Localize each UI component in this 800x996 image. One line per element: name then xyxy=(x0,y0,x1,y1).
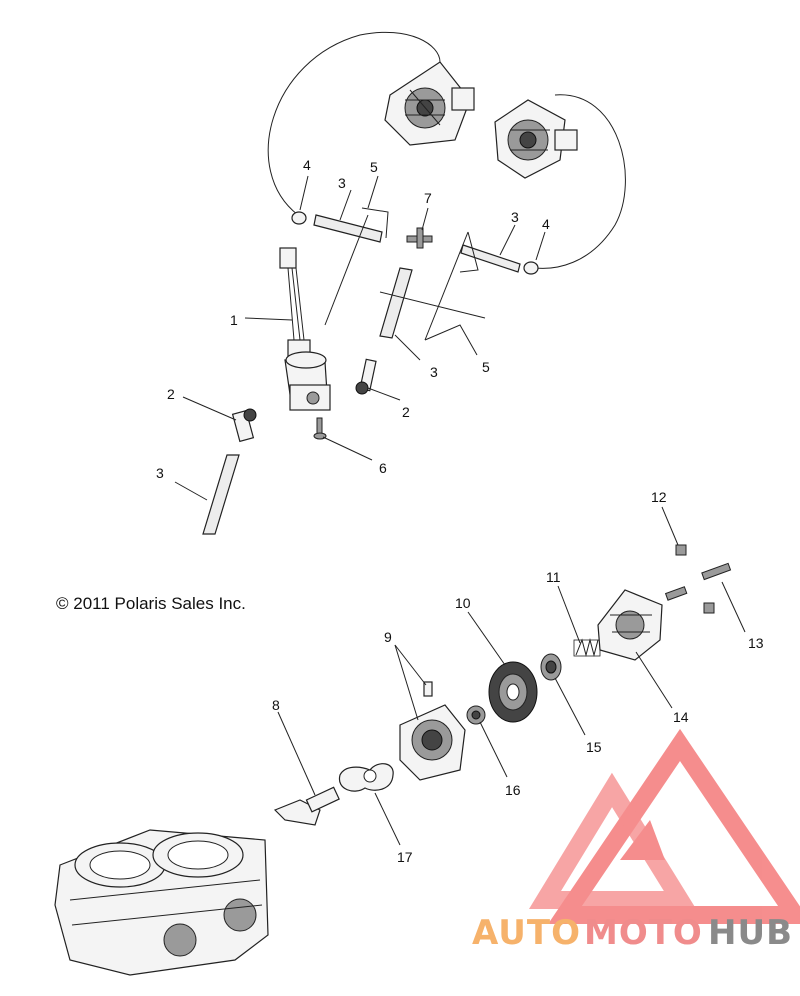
fitting-right xyxy=(355,358,377,395)
watermark-hub: HUB xyxy=(708,913,793,953)
hose-clamp-left xyxy=(291,211,307,225)
cable-loop-left xyxy=(267,31,441,216)
callout-9: 9 xyxy=(384,629,392,645)
watermark-moto: MOTO xyxy=(584,913,703,953)
callout-7: 7 xyxy=(424,190,432,206)
valve-blade xyxy=(273,786,340,826)
cable-left xyxy=(324,207,389,326)
hose-upper-left xyxy=(313,214,383,243)
callout-2-right: 2 xyxy=(402,404,410,420)
cable-wire xyxy=(379,291,486,319)
leader-lines xyxy=(174,175,746,846)
watermark-logo xyxy=(528,728,800,924)
callout-10: 10 xyxy=(455,595,471,611)
callout-17: 17 xyxy=(397,849,413,865)
hose-clamp-right xyxy=(523,261,539,275)
callout-15: 15 xyxy=(586,739,602,755)
callout-3-center: 3 xyxy=(430,364,438,380)
callout-4-left: 4 xyxy=(303,157,311,173)
bolt-long xyxy=(701,562,732,581)
valve-cover-right xyxy=(494,99,578,179)
watermark-text: AUTO MOTO HUB xyxy=(472,913,793,953)
callout-16: 16 xyxy=(505,782,521,798)
callout-5-upper: 5 xyxy=(370,159,378,175)
valve-housing xyxy=(399,681,466,781)
bushing xyxy=(466,705,486,725)
fitting-left xyxy=(231,408,257,443)
cable-loop-right xyxy=(534,94,626,269)
screw xyxy=(313,417,327,440)
callout-1: 1 xyxy=(230,312,238,328)
callout-12: 12 xyxy=(651,489,667,505)
spring xyxy=(573,638,601,657)
hose-lower xyxy=(202,454,240,535)
valve-cover-lower xyxy=(597,589,663,661)
cup xyxy=(540,653,562,681)
callout-3-upper-right: 3 xyxy=(511,209,519,225)
watermark-auto: AUTO xyxy=(472,913,581,953)
callout-5-lower: 5 xyxy=(482,359,490,375)
valve-cover-left xyxy=(384,61,475,146)
cable-right xyxy=(424,231,479,341)
tee-fitting xyxy=(406,227,433,249)
callouts: 1 2 2 3 3 3 3 4 4 5 5 6 7 8 9 10 11 12 1… xyxy=(156,157,764,865)
engine-block xyxy=(54,829,269,976)
copyright-notice: © 2011 Polaris Sales Inc. xyxy=(56,594,246,613)
bolt-short-left xyxy=(664,586,688,601)
callout-3-lower: 3 xyxy=(156,465,164,481)
solenoid-assembly xyxy=(279,247,331,411)
diaphragm xyxy=(488,661,538,723)
callout-14: 14 xyxy=(673,709,689,725)
callout-13: 13 xyxy=(748,635,764,651)
hose-center xyxy=(379,267,413,339)
callout-8: 8 xyxy=(272,697,280,713)
callout-3-upper-left: 3 xyxy=(338,175,346,191)
callout-4-right: 4 xyxy=(542,216,550,232)
callout-6: 6 xyxy=(379,460,387,476)
gasket xyxy=(338,763,394,792)
bolt-short-top xyxy=(675,544,687,556)
callout-11: 11 xyxy=(546,569,561,585)
callout-2-left: 2 xyxy=(167,386,175,402)
bolt-short-bottom xyxy=(703,602,715,614)
hose-upper-right xyxy=(460,244,521,273)
